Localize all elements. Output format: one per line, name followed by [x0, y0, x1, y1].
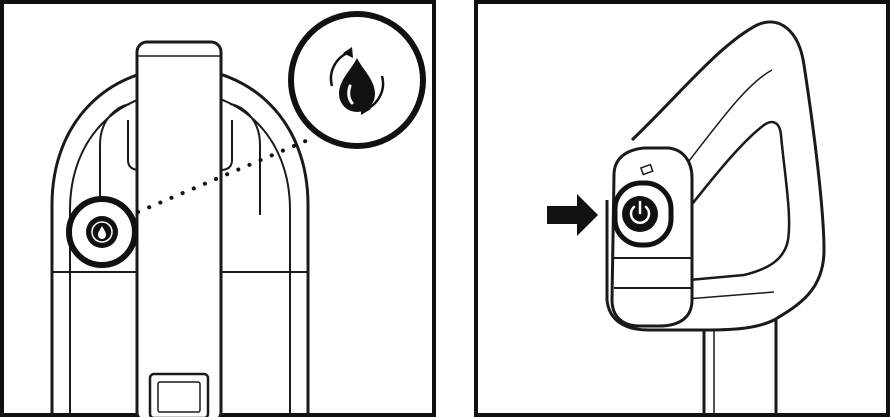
power-button [615, 183, 671, 245]
tank-release-button [69, 199, 135, 265]
water-tank-illustration [0, 0, 436, 417]
handle-illustration [474, 0, 890, 417]
handle-power-panel [474, 0, 890, 417]
water-tank-panel [0, 0, 436, 417]
magnifier-callout [291, 14, 423, 146]
central-column [137, 42, 221, 417]
